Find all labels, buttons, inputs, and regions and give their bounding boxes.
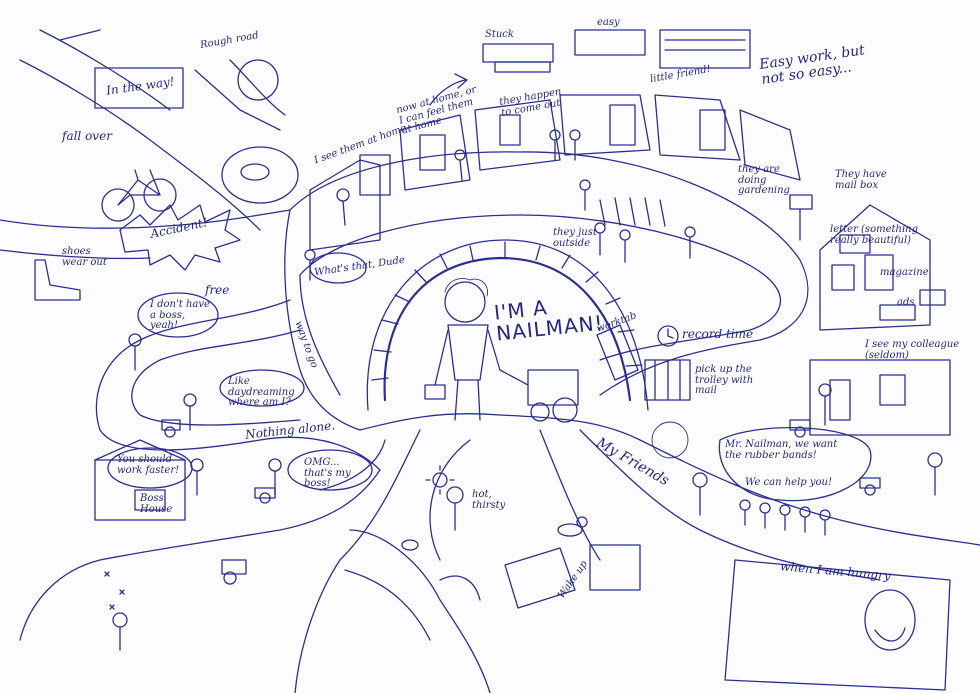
bubble-rubber-bands xyxy=(718,427,872,502)
bubble-omg xyxy=(287,449,373,491)
label-no-boss: I don't have a boss, yeah! xyxy=(150,299,210,331)
label-colleague: I see my colleague (seldom) xyxy=(865,339,960,361)
shoe-icon xyxy=(34,259,81,301)
magazine-house xyxy=(819,204,931,331)
label-letter: letter (something really beautiful) xyxy=(830,224,918,246)
label-omg: OMG... that's my boss! xyxy=(304,457,351,489)
postman-figure xyxy=(424,278,501,421)
label-magazine: magazine xyxy=(880,267,929,278)
hungry-scene-box xyxy=(724,559,951,691)
label-free: free xyxy=(205,283,230,297)
in-the-way-sign xyxy=(94,67,184,109)
mail-trolley-icon xyxy=(499,369,579,423)
label-shoes-wear-out: shoes wear out xyxy=(62,246,107,268)
label-rubber-bands: Mr. Nailman, we want the rubber bands! xyxy=(725,439,838,461)
label-boss-warning: You should work faster! xyxy=(117,454,180,476)
label-mailbox: They have mail box xyxy=(835,169,887,191)
bicycle-icon xyxy=(101,169,177,222)
road-outer-loop xyxy=(289,151,809,396)
center-arch xyxy=(383,256,632,402)
wake-up-card xyxy=(504,547,576,609)
label-pick-up-trolley: pick up the trolley with mail xyxy=(695,364,754,396)
label-nailman: I'M A NAILMAN! xyxy=(492,295,605,346)
label-fall-over: fall over xyxy=(62,129,112,143)
clock-icon xyxy=(657,325,679,347)
label-just-outside: they just outside xyxy=(553,227,597,249)
label-easy: easy xyxy=(597,17,620,28)
label-gardening: they are doing gardening xyxy=(738,164,790,196)
road-inner-loop xyxy=(299,214,781,361)
label-stuck: Stuck xyxy=(485,29,514,40)
sun-icon xyxy=(425,465,455,495)
label-daydreaming: Like daydreaming where am I? xyxy=(228,376,295,408)
stuck-sign xyxy=(482,43,554,63)
cat-icon xyxy=(557,516,588,537)
easy-sign xyxy=(574,29,646,56)
house-row xyxy=(309,94,801,251)
label-boss-house: Boss' House xyxy=(140,493,173,515)
label-we-can-help: We can help you! xyxy=(745,477,833,488)
mailbox-icon xyxy=(789,194,813,241)
label-record-time: record time xyxy=(682,327,754,341)
accident-burst xyxy=(119,204,241,271)
boss-house xyxy=(94,459,186,521)
label-ads: ads xyxy=(897,297,915,308)
label-hot-thirsty: hot, thirsty xyxy=(472,489,506,511)
bubble-daydream xyxy=(219,369,305,407)
bubble-no-boss xyxy=(137,292,219,338)
